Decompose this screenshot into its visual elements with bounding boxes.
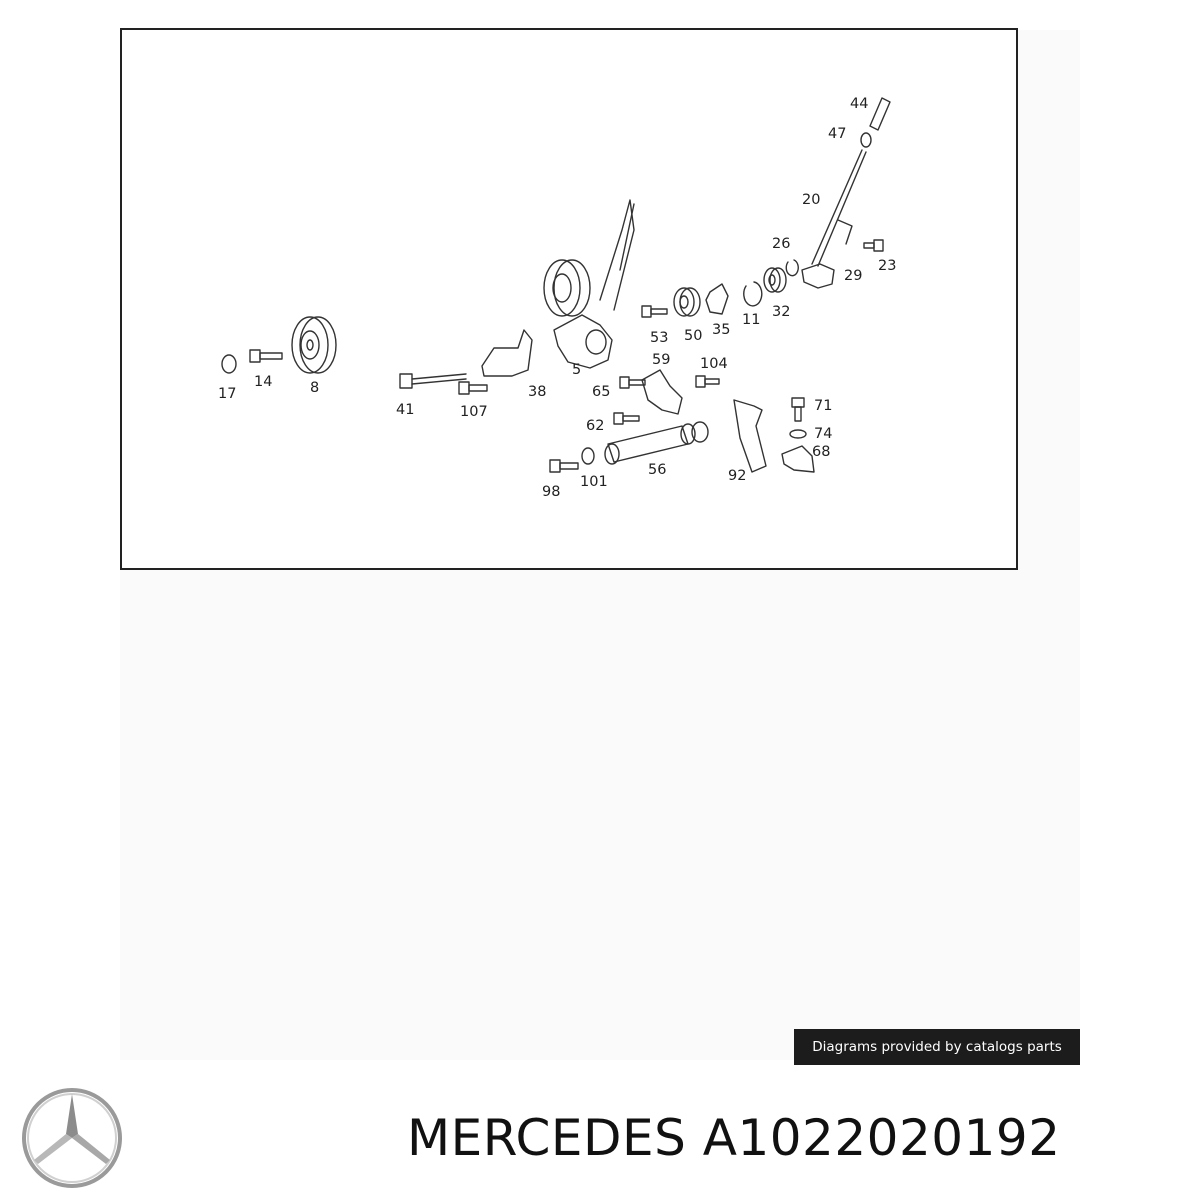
callout-68: 68: [812, 444, 830, 460]
part-92-bracket: [733, 399, 767, 473]
part-56-damper: [604, 421, 709, 465]
callout-29: 29: [844, 268, 862, 284]
brand-name: MERCEDES: [407, 1109, 687, 1167]
callout-20: 20: [802, 192, 820, 208]
part-71-bolt: [791, 397, 805, 422]
callout-11: 11: [742, 312, 760, 328]
callout-8: 8: [310, 380, 319, 396]
callout-50: 50: [684, 328, 702, 344]
part-14-bolt: [249, 349, 283, 363]
callout-74: 74: [814, 426, 832, 442]
catalog-credit-banner: Diagrams provided by catalogs parts: [794, 1029, 1080, 1065]
part-38-bracket: [481, 329, 533, 377]
callout-14: 14: [254, 374, 272, 390]
part-44-sleeve: [869, 97, 891, 131]
part-98-bolt: [549, 459, 579, 473]
part-101-washer: [581, 447, 595, 465]
callout-44: 44: [850, 96, 868, 112]
callout-104: 104: [700, 356, 728, 372]
part-65-bolt: [619, 376, 646, 389]
callout-101: 101: [580, 474, 608, 490]
part-47-nut: [860, 132, 872, 148]
part-8-pulley: [291, 316, 337, 374]
callout-56: 56: [648, 462, 666, 478]
callout-17: 17: [218, 386, 236, 402]
part-number: A1022020192: [702, 1109, 1061, 1167]
part-74-washer: [789, 429, 807, 439]
callout-65: 65: [592, 384, 610, 400]
part-35-washer: [705, 283, 729, 315]
callout-26: 26: [772, 236, 790, 252]
mercedes-star-logo-icon: [22, 1088, 122, 1188]
part-107-bolt: [458, 381, 488, 395]
callout-5: 5: [572, 362, 581, 378]
callout-71: 71: [814, 398, 832, 414]
part-17-ring: [221, 354, 237, 374]
part-50-bushing: [673, 287, 701, 317]
part-29-lever: [801, 263, 835, 289]
callout-98: 98: [542, 484, 560, 500]
callout-38: 38: [528, 384, 546, 400]
callout-32: 32: [772, 304, 790, 320]
callout-62: 62: [586, 418, 604, 434]
part-59-bracket: [641, 369, 683, 415]
part-104-bolt: [695, 375, 720, 388]
callout-35: 35: [712, 322, 730, 338]
part-62-bolt: [613, 412, 640, 425]
callout-53: 53: [650, 330, 668, 346]
part-68-clamp: [781, 445, 815, 473]
part-20-rod: [811, 149, 867, 267]
part-26-clip: [785, 259, 799, 277]
callout-59: 59: [652, 352, 670, 368]
callout-92: 92: [728, 468, 746, 484]
callout-47: 47: [828, 126, 846, 142]
part-11-circlip: [743, 281, 763, 307]
part-23-bolt: [863, 239, 884, 252]
brand-part-title: MERCEDES A1022020192: [407, 1108, 1187, 1168]
part-32-bearing: [763, 267, 787, 293]
callout-107: 107: [460, 404, 488, 420]
part-53-bolt: [641, 305, 668, 318]
part-5-tensioner: [543, 199, 635, 369]
part-41-bolt: [399, 373, 467, 389]
callout-23: 23: [878, 258, 896, 274]
callout-41: 41: [396, 402, 414, 418]
